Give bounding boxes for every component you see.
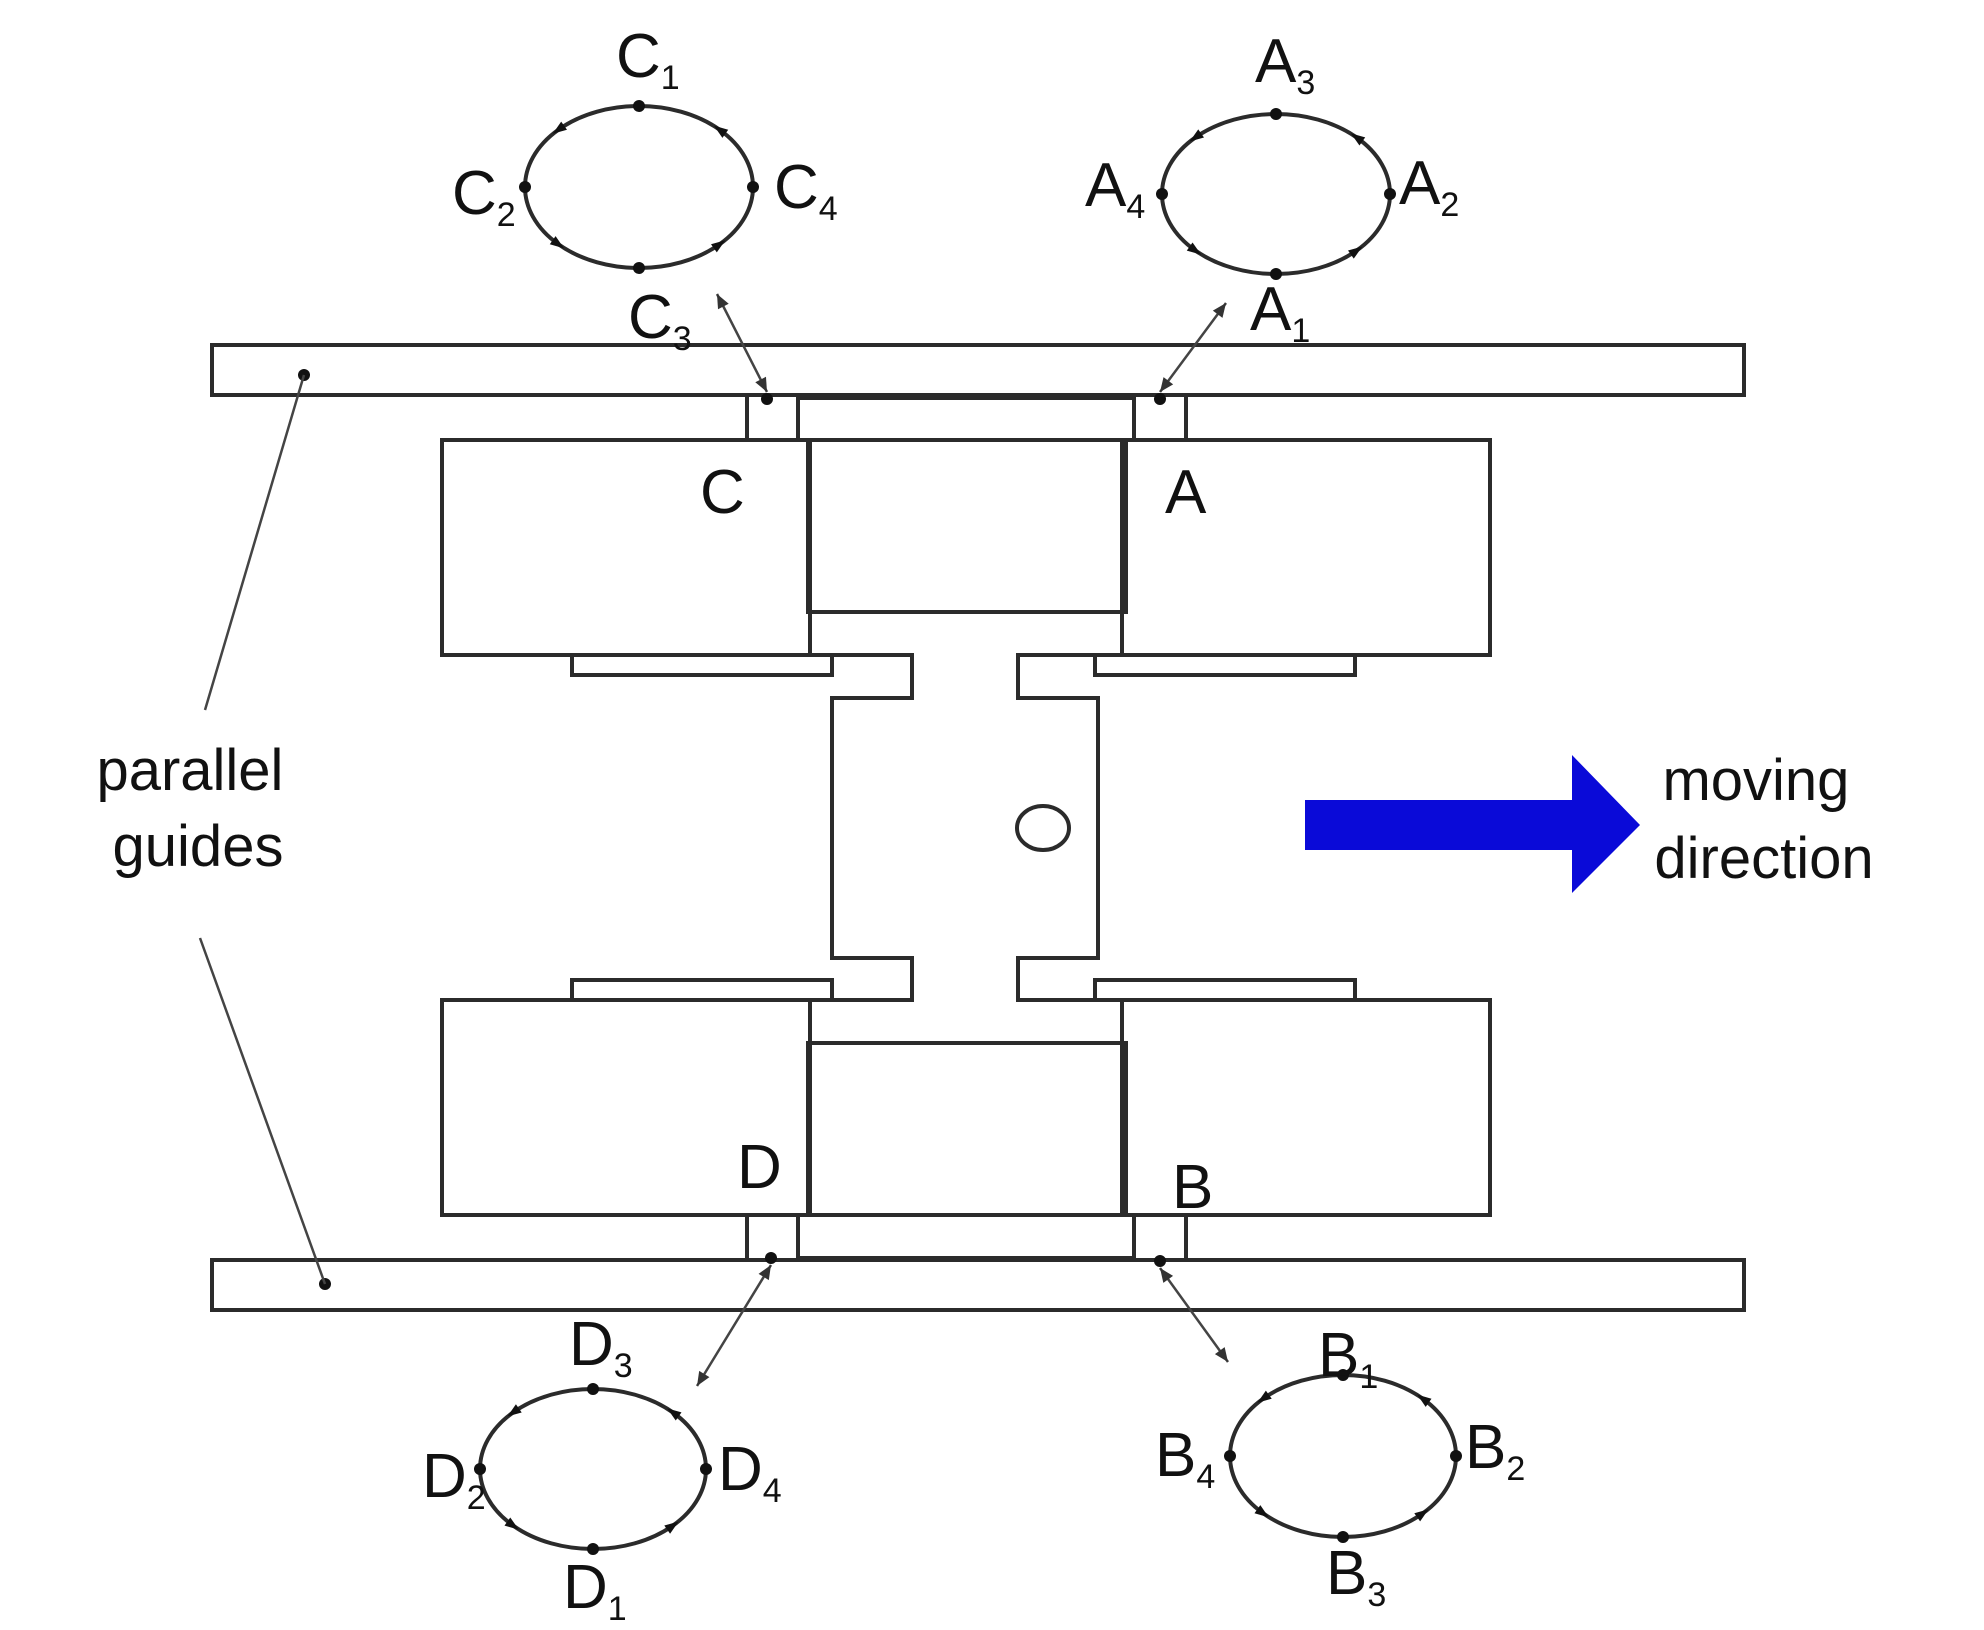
bottom-guide-rail bbox=[210, 1258, 1746, 1312]
guide-leader-top bbox=[203, 374, 306, 711]
orbit-point-b bbox=[1224, 1450, 1236, 1462]
orbit-label-a3: A3 bbox=[1255, 27, 1315, 102]
guide-leader-bottom bbox=[198, 937, 327, 1285]
orbit-direction-tick-a bbox=[1186, 242, 1202, 255]
lower-left-tab bbox=[570, 978, 834, 1002]
orbit-point-c bbox=[633, 262, 645, 274]
pointer-arrowhead bbox=[755, 376, 767, 392]
pointer-arrow-b bbox=[1158, 1267, 1230, 1363]
orbit-label-d1: D1 bbox=[563, 1553, 627, 1628]
orbit-point-c bbox=[519, 181, 531, 193]
center-hole bbox=[1015, 804, 1071, 852]
orbit-point-d bbox=[587, 1543, 599, 1555]
orbit-direction-tick-c bbox=[713, 125, 729, 138]
upper-body-left bbox=[440, 438, 812, 657]
orbit-point-b bbox=[1337, 1531, 1349, 1543]
orbit-direction-tick-d bbox=[664, 1521, 679, 1534]
contact-dot-d bbox=[765, 1252, 777, 1264]
orbit-point-a bbox=[1156, 188, 1168, 200]
orbit-point-d bbox=[474, 1463, 486, 1475]
point-label-a: A bbox=[1165, 458, 1207, 527]
pointer-arrowhead bbox=[1160, 377, 1174, 392]
leg-a bbox=[1132, 397, 1188, 440]
orbit-point-a bbox=[1384, 188, 1396, 200]
orbit-direction-tick-b bbox=[1254, 1505, 1269, 1518]
upper-foot-pad bbox=[796, 396, 1136, 442]
orbit-point-b bbox=[1337, 1369, 1349, 1381]
orbit-direction-tick-d bbox=[507, 1404, 522, 1417]
orbit-direction-tick-a bbox=[1350, 133, 1366, 146]
pointer-arrowhead bbox=[1160, 1268, 1174, 1283]
orbit-direction-tick-b bbox=[1417, 1394, 1432, 1407]
point-label-c: C bbox=[700, 458, 745, 527]
top-guide-rail bbox=[210, 343, 1746, 397]
orbit-direction-tick-b bbox=[1257, 1390, 1272, 1403]
center-spine bbox=[830, 653, 1100, 1002]
orbit-direction-tick-a bbox=[1348, 246, 1363, 259]
orbit-direction-tick-a bbox=[1189, 129, 1204, 142]
orbit-direction-tick-d bbox=[667, 1408, 682, 1421]
orbit-point-c bbox=[747, 181, 759, 193]
orbit-direction-tick-c bbox=[552, 121, 567, 134]
contact-dot-c bbox=[761, 393, 773, 405]
lower-foot-pad bbox=[796, 1213, 1136, 1260]
orbit-label-d2: D2 bbox=[422, 1442, 486, 1517]
orbit-direction-tick-d bbox=[504, 1517, 519, 1530]
pointer-arrowhead bbox=[758, 1265, 771, 1281]
orbit-label-a1: A1 bbox=[1250, 275, 1310, 350]
orbit-label-d3: D3 bbox=[569, 1310, 633, 1385]
upper-right-tab bbox=[1093, 653, 1357, 677]
pointer-arrowhead bbox=[1214, 1347, 1228, 1362]
upper-body-center bbox=[806, 438, 1128, 614]
orbit-label-b1: B1 bbox=[1318, 1321, 1378, 1396]
orbit-point-a bbox=[1270, 268, 1282, 280]
orbit-label-c2: C2 bbox=[452, 159, 516, 234]
pointer-arrowhead bbox=[717, 294, 729, 310]
orbit-label-b2: B2 bbox=[1465, 1413, 1525, 1488]
pointer-arrow-a bbox=[1158, 302, 1228, 393]
orbit-direction-tick-c bbox=[711, 240, 726, 253]
point-label-b: B bbox=[1172, 1153, 1213, 1222]
contact-dot-b bbox=[1154, 1255, 1166, 1267]
orbit-point-d bbox=[587, 1383, 599, 1395]
upper-left-tab bbox=[570, 653, 834, 677]
leg-c bbox=[745, 397, 800, 440]
leg-b bbox=[1132, 1215, 1188, 1258]
orbit-label-a2: A2 bbox=[1399, 149, 1459, 224]
orbit-label-c1: C1 bbox=[616, 22, 680, 97]
leg-d bbox=[745, 1215, 800, 1258]
orbit-label-c3: C3 bbox=[628, 283, 692, 358]
pointer-arrowhead bbox=[697, 1370, 710, 1386]
contact-dot-a bbox=[1154, 393, 1166, 405]
lower-right-tab bbox=[1093, 978, 1357, 1002]
guides-label: parallel guides bbox=[96, 738, 299, 879]
orbit-label-c4: C4 bbox=[774, 153, 838, 228]
point-label-d: D bbox=[737, 1133, 782, 1202]
orbit-direction-tick-b bbox=[1414, 1509, 1429, 1522]
orbit-point-d bbox=[700, 1463, 712, 1475]
lower-body-center bbox=[806, 1041, 1128, 1217]
orbit-label-b4: B4 bbox=[1155, 1421, 1215, 1496]
orbit-point-a bbox=[1270, 108, 1282, 120]
orbit-direction-tick-c bbox=[549, 236, 565, 249]
orbit-label-a4: A4 bbox=[1085, 151, 1145, 226]
direction-label: moving direction bbox=[1654, 748, 1873, 891]
moving-direction-arrow bbox=[1305, 755, 1640, 893]
orbit-point-c bbox=[633, 100, 645, 112]
pointer-arrow-d bbox=[695, 1264, 773, 1387]
orbit-markers bbox=[474, 100, 1462, 1555]
pointer-arrow-c bbox=[715, 293, 769, 393]
orbit-label-d4: D4 bbox=[718, 1435, 782, 1510]
orbit-label-b3: B3 bbox=[1326, 1539, 1386, 1614]
orbit-point-b bbox=[1450, 1450, 1462, 1462]
pointer-arrowhead bbox=[1212, 303, 1226, 318]
